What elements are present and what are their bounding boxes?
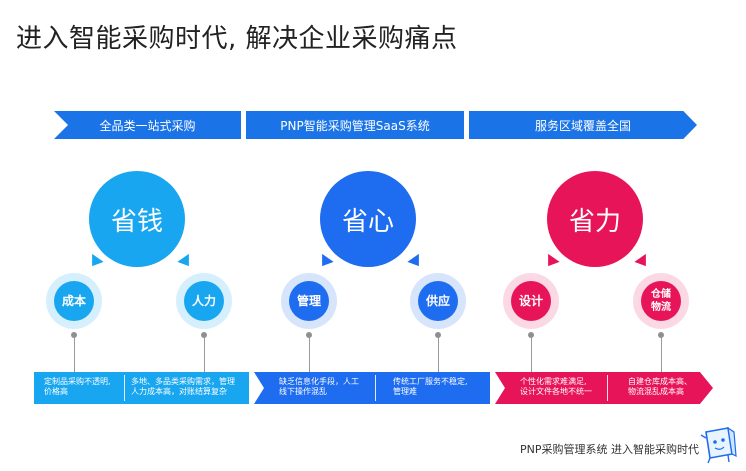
arrow-down-icon xyxy=(634,253,652,271)
footer-caption: PNP采购管理系统 进入智能采购时代 xyxy=(520,443,699,456)
arrow-down-icon xyxy=(86,253,104,271)
node-supply: 供应 xyxy=(410,273,466,329)
node-warehouse-logistics: 仓储 物流 xyxy=(633,273,689,329)
banner-one-stop: 全品类一站式采购 xyxy=(54,111,241,139)
banner-label: 全品类一站式采购 xyxy=(99,118,196,133)
pain-point-text: 自建仓库成本高、 物流混乱成本高 xyxy=(628,377,692,396)
pain-point-text: 传统工厂服务不稳定, 管理难 xyxy=(393,377,468,396)
pillar-save-worry: 省心 xyxy=(320,171,416,267)
pillar-save-effort: 省力 xyxy=(547,171,643,267)
node-design: 设计 xyxy=(503,273,559,329)
banner-label: PNP智能采购管理SaaS系统 xyxy=(280,118,430,133)
node-label: 人力 xyxy=(184,281,224,321)
pain-point-text: 多地、多品类采购需求，管理 人力成本高，对账结算复杂 xyxy=(131,377,235,396)
node-label: 成本 xyxy=(54,281,94,321)
arrow-down-icon xyxy=(177,253,195,271)
node-management: 管理 xyxy=(281,273,337,329)
arrow-down-icon xyxy=(542,253,560,271)
band-divider xyxy=(124,375,125,401)
page-title: 进入智能采购时代, 解决企业采购痛点 xyxy=(16,24,458,54)
connector-dot xyxy=(658,332,664,338)
connector-line xyxy=(531,338,532,372)
connector-line xyxy=(661,338,662,372)
connector-dot xyxy=(306,332,312,338)
arrow-down-icon xyxy=(316,253,334,271)
connector-dot xyxy=(528,332,534,338)
pillar-save-money: 省钱 xyxy=(89,171,185,267)
banner-coverage: 服务区域覆盖全国 xyxy=(469,111,697,139)
pillar-label: 省心 xyxy=(341,206,394,237)
connector-dot xyxy=(435,332,441,338)
band-divider xyxy=(375,375,376,401)
node-manpower: 人力 xyxy=(176,273,232,329)
pillar-label: 省钱 xyxy=(110,206,163,237)
pillar-label: 省力 xyxy=(568,206,621,237)
pain-band-money xyxy=(34,372,249,404)
arrow-down-icon xyxy=(407,253,425,271)
connector-line xyxy=(438,338,439,372)
pain-point-text: 缺乏信息化手段，人工 线下操作混乱 xyxy=(279,377,359,396)
connector-dot xyxy=(71,332,77,338)
node-cost: 成本 xyxy=(46,273,102,329)
pain-point-text: 定制品采购不透明, 价格高 xyxy=(44,377,111,396)
connector-line xyxy=(74,338,75,372)
pain-band-effort xyxy=(495,372,713,404)
connector-line xyxy=(204,338,205,372)
node-label: 管理 xyxy=(289,281,329,321)
node-label: 设计 xyxy=(511,281,551,321)
connector-line xyxy=(309,338,310,372)
banner-saas: PNP智能采购管理SaaS系统 xyxy=(246,111,464,139)
banner-label: 服务区域覆盖全国 xyxy=(534,118,631,133)
pain-point-text: 个性化需求难满足, 设计文件各地不统一 xyxy=(520,377,592,396)
node-label: 供应 xyxy=(418,281,458,321)
band-divider xyxy=(607,375,608,401)
mascot-icon xyxy=(700,426,737,464)
connector-dot xyxy=(201,332,207,338)
pain-band-worry xyxy=(254,372,490,404)
node-label: 仓储 物流 xyxy=(641,281,681,321)
